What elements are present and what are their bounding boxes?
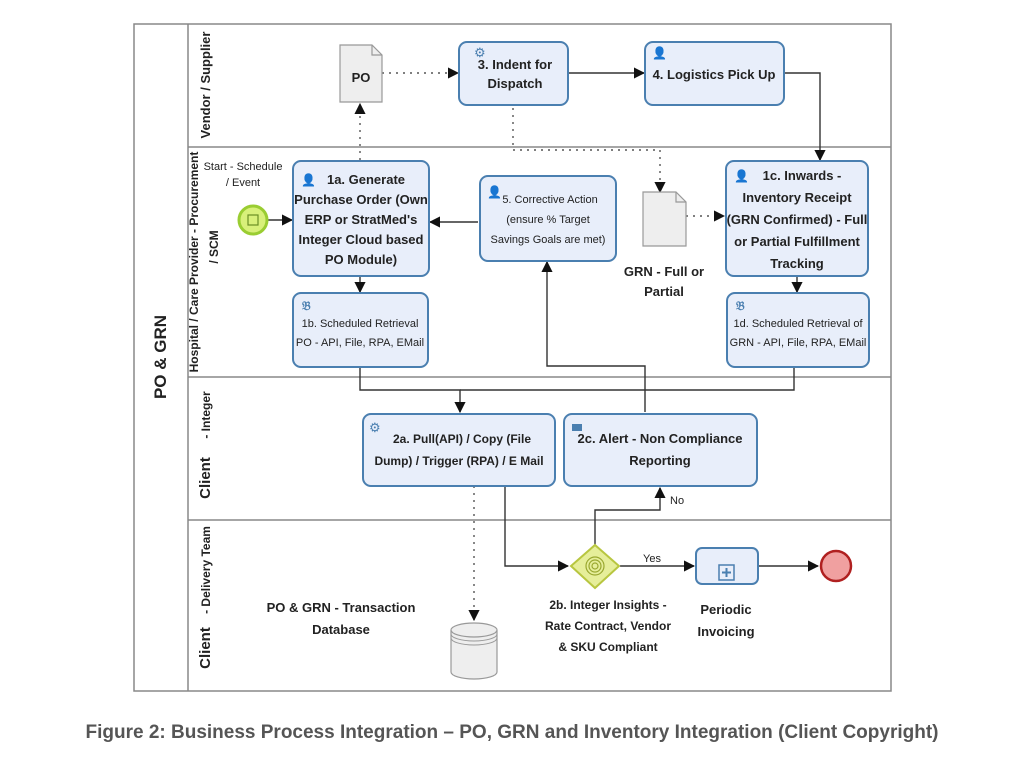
lane-label-vendor: Vendor / Supplier [198,32,213,139]
subprocess-label: Invoicing [697,624,754,639]
task-label: ERP or StratMed's [305,212,418,227]
assoc-3-to-grn [512,108,666,194]
gateway-label: Rate Contract, Vendor [545,619,671,633]
flow-2b-no-to-2c [594,486,666,545]
task-2a-pull-copy-trigger[interactable]: ⚙ 2a. Pull(API) / Copy (File Dump) / Tri… [362,413,556,487]
transaction-database[interactable]: PO & GRN - Transaction Database [267,600,498,680]
subprocess-label: Periodic [700,602,751,617]
gear-icon: ⚙ [474,45,486,60]
po-document-label: PO [352,70,371,85]
database-label: Database [312,622,370,637]
task-label: 2c. Alert - Non Compliance [578,431,743,446]
user-icon: 👤 [301,173,316,187]
lane-label-delivery: - Delivery Team [199,526,213,614]
task-label: Savings Goals are met) [491,234,606,246]
task-label: GRN - API, File, RPA, EMail [730,337,867,349]
gateway-label: 2b. Integer Insights - [549,598,666,612]
flow-2a-to-2b [504,486,570,572]
task-label: Tracking [770,256,824,271]
user-icon: 👤 [734,169,749,183]
task-label: PO - API, File, RPA, EMail [296,337,424,349]
po-document[interactable]: PO [339,44,383,103]
lane-label-delivery-client: Client [197,627,214,669]
envelope-icon [572,424,582,431]
user-icon: 👤 [652,46,667,60]
gateway-2b-integer-insights[interactable]: 2b. Integer Insights - Rate Contract, Ve… [545,543,671,654]
grn-document-label: Partial [644,284,684,299]
gear-icon: ⚙ [369,420,381,435]
task-1c-inwards-inventory-receipt[interactable]: 👤 1c. Inwards - Inventory Receipt (GRN C… [725,160,869,277]
gateway-label: & SKU Compliant [558,640,657,654]
flow-4-to-1c [783,72,826,162]
task-1b-scheduled-retrieval-po[interactable]: 𝔅 1b. Scheduled Retrieval PO - API, File… [292,292,429,368]
task-label: Reporting [629,453,690,468]
task-label: Dump) / Trigger (RPA) / E Mail [374,454,543,468]
task-5-corrective-action[interactable]: 👤 5. Corrective Action (ensure % Target … [479,175,617,262]
database-label: PO & GRN - Transaction [267,600,416,615]
task-label: (GRN Confirmed) - Full [727,212,868,227]
task-label: or Partial Fulfillment [734,234,860,249]
task-label: 1a. Generate [327,172,405,187]
lane-label-integer: - Integer [199,391,213,439]
task-label: Dispatch [488,76,543,91]
task-1d-scheduled-retrieval-grn[interactable]: 𝔅 1d. Scheduled Retrieval of GRN - API, … [726,292,870,368]
task-1a-generate-po[interactable]: 👤 1a. Generate Purchase Order (Own ERP o… [292,160,430,277]
figure-caption: Figure 2: Business Process Integration –… [85,722,939,743]
flow-1b-to-2a [359,367,466,414]
flow-1d-to-2a [460,367,795,391]
task-label: Integer Cloud based [299,232,424,247]
script-icon: 𝔅 [735,299,745,313]
task-label: 4. Logistics Pick Up [653,67,776,82]
script-icon: 𝔅 [301,299,311,313]
task-label: 1c. Inwards - [763,168,842,183]
start-event-label: Start - Schedule [204,161,283,173]
grn-document-label: GRN - Full or [624,264,704,279]
lane-label-integer-client: Client [197,457,214,499]
task-label: PO Module) [325,252,397,267]
user-icon: 👤 [487,185,502,199]
task-label: 2a. Pull(API) / Copy (File [393,432,531,446]
task-label: 3. Indent for [478,57,552,72]
task-label: (ensure % Target [506,214,590,226]
task-label: 5. Corrective Action [502,194,597,206]
start-event-label: / Event [226,177,260,189]
task-label: Purchase Order (Own [294,192,428,207]
task-3-indent-for-dispatch[interactable]: ⚙ 3. Indent for Dispatch [458,41,569,106]
task-2c-alert-non-compliance[interactable]: 2c. Alert - Non Compliance Reporting [563,413,758,487]
bpmn-diagram: PO & GRN Vendor / Supplier Hospital / Ca… [133,23,892,692]
sequence-flows [268,67,826,572]
grn-document[interactable]: GRN - Full or Partial [624,191,704,299]
flow-label-yes: Yes [643,553,661,565]
flow-label-no: No [670,495,684,507]
task-label: 1d. Scheduled Retrieval of [733,318,863,330]
task-4-logistics-pick-up[interactable]: 👤 4. Logistics Pick Up [644,41,785,106]
lane-label-hospital-scm: / SCM [207,230,221,263]
start-event[interactable]: Start - Schedule / Event [204,161,283,236]
task-label: Inventory Receipt [742,190,852,205]
flow-2c-to-5 [541,260,646,412]
association-flows [354,67,726,622]
subprocess-periodic-invoicing[interactable]: Periodic Invoicing [695,547,759,639]
task-label: 1b. Scheduled Retrieval [302,318,419,330]
end-event[interactable] [819,549,853,583]
lane-label-hospital: Hospital / Care Provider - Procurement [187,152,201,373]
pool-title: PO & GRN [151,315,170,399]
message-icon [247,214,259,226]
